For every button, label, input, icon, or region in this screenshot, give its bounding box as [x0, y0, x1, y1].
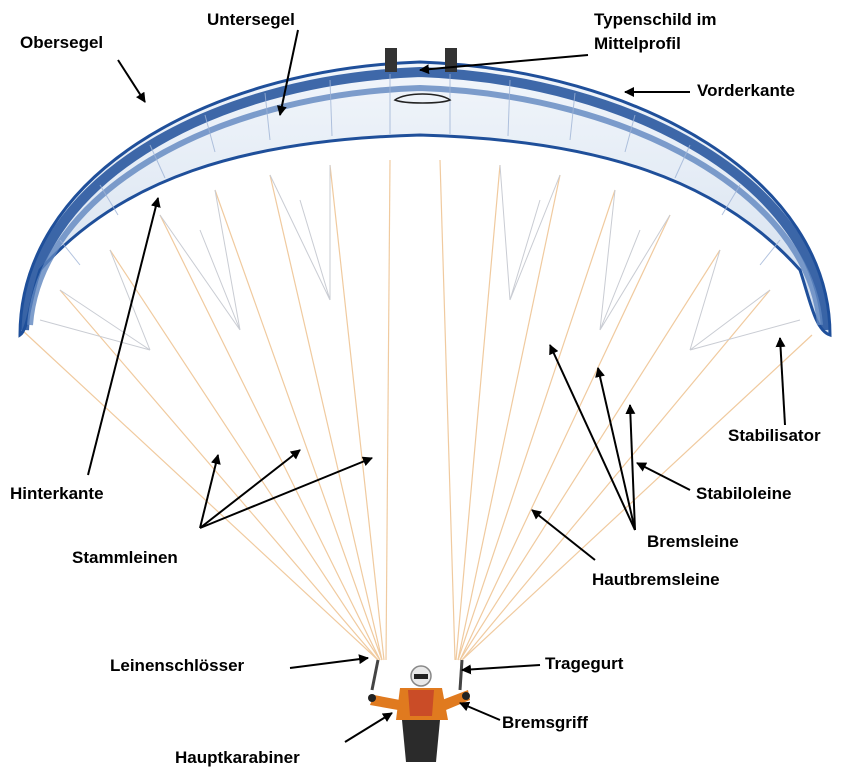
label-bremsleine: Bremsleine [647, 532, 739, 552]
label-obersegel: Obersegel [20, 33, 103, 53]
label-stabilisator: Stabilisator [728, 426, 821, 446]
pilot [368, 666, 470, 762]
label-tragegurt: Tragegurt [545, 654, 623, 674]
label-vorderkante: Vorderkante [697, 81, 795, 101]
label-hautbremsleine: Hautbremsleine [592, 570, 720, 590]
label-stabiloleine: Stabiloleine [696, 484, 791, 504]
label-leinenschloesser: Leinenschlösser [110, 656, 244, 676]
label-typenschild-line-2: Mittelprofil [594, 34, 681, 54]
label-stammleinen: Stammleinen [72, 548, 178, 568]
label-untersegel: Untersegel [207, 10, 295, 30]
label-bremsgriff: Bremsgriff [502, 713, 588, 733]
label-hauptkarabiner: Hauptkarabiner [175, 748, 300, 768]
label-hinterkante: Hinterkante [10, 484, 104, 504]
line-cascades [40, 165, 800, 350]
label-typenschild-line-1: Typenschild im [594, 10, 717, 30]
